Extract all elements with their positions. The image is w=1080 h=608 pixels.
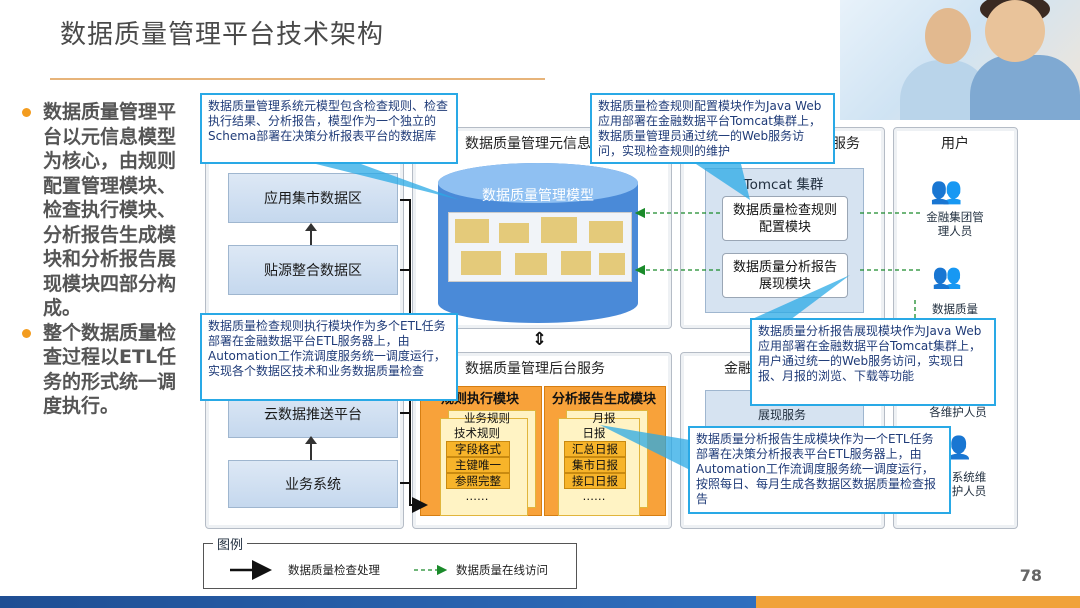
exec-item: 参照完整 bbox=[446, 473, 510, 489]
tomcat-cluster-label: Tomcat 集群 bbox=[743, 177, 824, 193]
callout-text: 数据质量检查规则配置模块作为Java Web应用部署在金融数据平台Tomcat集… bbox=[598, 99, 822, 158]
user-group-label: 系统维护人员 bbox=[951, 470, 987, 498]
report-item: 接口日报 bbox=[564, 473, 626, 489]
legend-dashed-label: 数据质量在线访问 bbox=[456, 563, 548, 577]
header-photo-face bbox=[925, 8, 971, 64]
flow-arrowhead bbox=[305, 436, 317, 444]
exec-module-title: 规则执行模块 bbox=[440, 392, 519, 407]
page-title: 数据质量管理平台技术架构 bbox=[60, 20, 385, 50]
callout-text: 数据质量分析报告生成模块作为一个ETL任务部署在决策分析报表平台ETL服务器上，… bbox=[696, 432, 937, 506]
footer-bar bbox=[0, 596, 1080, 608]
bullet-item: 整个数据质量检查过程以ETL任务的形式统一调度执行。 bbox=[22, 321, 187, 419]
legend-solid-label: 数据质量检查处理 bbox=[288, 563, 380, 577]
title-rule bbox=[50, 78, 545, 80]
zone-business: 业务系统 bbox=[228, 460, 398, 508]
bidirectional-arrow-icon: ⇕ bbox=[532, 329, 548, 350]
callout-rule-config: 数据质量检查规则配置模块作为Java Web应用部署在金融数据平台Tomcat集… bbox=[590, 93, 835, 164]
report-item: 月报 bbox=[592, 411, 616, 425]
callout-metadata-model: 数据质量管理系统元模型包含检查规则、检查执行结果、分析报告，模型作为一个独立的S… bbox=[200, 93, 458, 164]
bullet-list: 数据质量管理平台以元信息模型为核心，由规则配置管理模块、检查执行模块、分析报告生… bbox=[22, 100, 187, 419]
report-item: …… bbox=[582, 489, 606, 503]
database-cylinder-top bbox=[438, 163, 638, 203]
metadata-panel-title: 数据质量管理元信息 bbox=[465, 136, 591, 152]
exec-item: 主键唯一 bbox=[446, 457, 510, 473]
users-panel-title: 用户 bbox=[941, 136, 969, 152]
manager-people-icon: 👥 bbox=[930, 176, 963, 206]
database-label: 数据质量管理模型 bbox=[482, 188, 594, 204]
legend-box bbox=[203, 543, 577, 589]
callout-text: 数据质量分析报告展现模块作为Java Web应用部署在金融数据平台Tomcat集… bbox=[758, 324, 982, 383]
flow-arrowhead bbox=[305, 223, 317, 231]
flow-arrow bbox=[310, 229, 312, 245]
quality-people-icon: 👥 bbox=[932, 262, 962, 290]
user-group-label: 各维护人员 bbox=[929, 405, 987, 419]
bullet-dot-icon bbox=[22, 108, 31, 117]
page-number: 78 bbox=[1019, 566, 1042, 585]
callout-text: 数据质量管理系统元模型包含检查规则、检查执行结果、分析报告，模型作为一个独立的S… bbox=[208, 99, 449, 143]
bullet-text: 整个数据质量检查过程以ETL任务的形式统一调度执行。 bbox=[43, 321, 177, 418]
finance-service-label: 展现服务 bbox=[758, 408, 807, 422]
backend-panel-title: 数据质量管理后台服务 bbox=[465, 361, 605, 377]
exec-item: …… bbox=[465, 489, 489, 503]
callout-text: 数据质量检查规则执行模块作为多个ETL任务部署在金融数据平台ETL服务器上，由A… bbox=[208, 319, 446, 378]
report-gen-module-title: 分析报告生成模块 bbox=[551, 392, 656, 407]
header-photo-person bbox=[970, 55, 1080, 120]
report-display-module: 数据质量分析报告展现模块 bbox=[722, 253, 848, 298]
flow-arrow bbox=[310, 440, 312, 460]
bullet-dot-icon bbox=[22, 328, 31, 338]
callout-report-gen: 数据质量分析报告生成模块作为一个ETL任务部署在决策分析报表平台ETL服务器上，… bbox=[688, 426, 951, 514]
schema-diagram-thumbnail bbox=[448, 212, 632, 282]
report-item: 日报 bbox=[582, 426, 606, 440]
zone-source: 贴源整合数据区 bbox=[228, 245, 398, 295]
callout-rule-exec: 数据质量检查规则执行模块作为多个ETL任务部署在金融数据平台ETL服务器上，由A… bbox=[200, 313, 458, 401]
finance-panel-title: 金融 bbox=[724, 361, 752, 377]
exec-item: 技术规则 bbox=[454, 426, 500, 440]
exec-item: 字段格式 bbox=[446, 441, 510, 457]
legend-symbols bbox=[230, 560, 448, 580]
web-service-panel-title: 服务 bbox=[832, 136, 860, 152]
bullet-item: 数据质量管理平台以元信息模型为核心，由规则配置管理模块、检查执行模块、分析报告生… bbox=[22, 100, 187, 321]
header-photo-face bbox=[985, 0, 1045, 62]
rule-config-module: 数据质量检查规则配置模块 bbox=[722, 196, 848, 241]
bullet-text: 数据质量管理平台以元信息模型为核心，由规则配置管理模块、检查执行模块、分析报告生… bbox=[43, 101, 177, 319]
exec-item: 业务规则 bbox=[464, 411, 510, 425]
user-group-label: 数据质量 bbox=[932, 302, 978, 316]
report-item: 集市日报 bbox=[564, 457, 626, 473]
legend-title: 图例 bbox=[213, 534, 248, 553]
zone-market: 应用集市数据区 bbox=[228, 173, 398, 223]
report-item: 汇总日报 bbox=[564, 441, 626, 457]
user-group-label: 金融集团管理人员 bbox=[926, 210, 984, 238]
callout-report-display: 数据质量分析报告展现模块作为Java Web应用部署在金融数据平台Tomcat集… bbox=[750, 318, 996, 406]
